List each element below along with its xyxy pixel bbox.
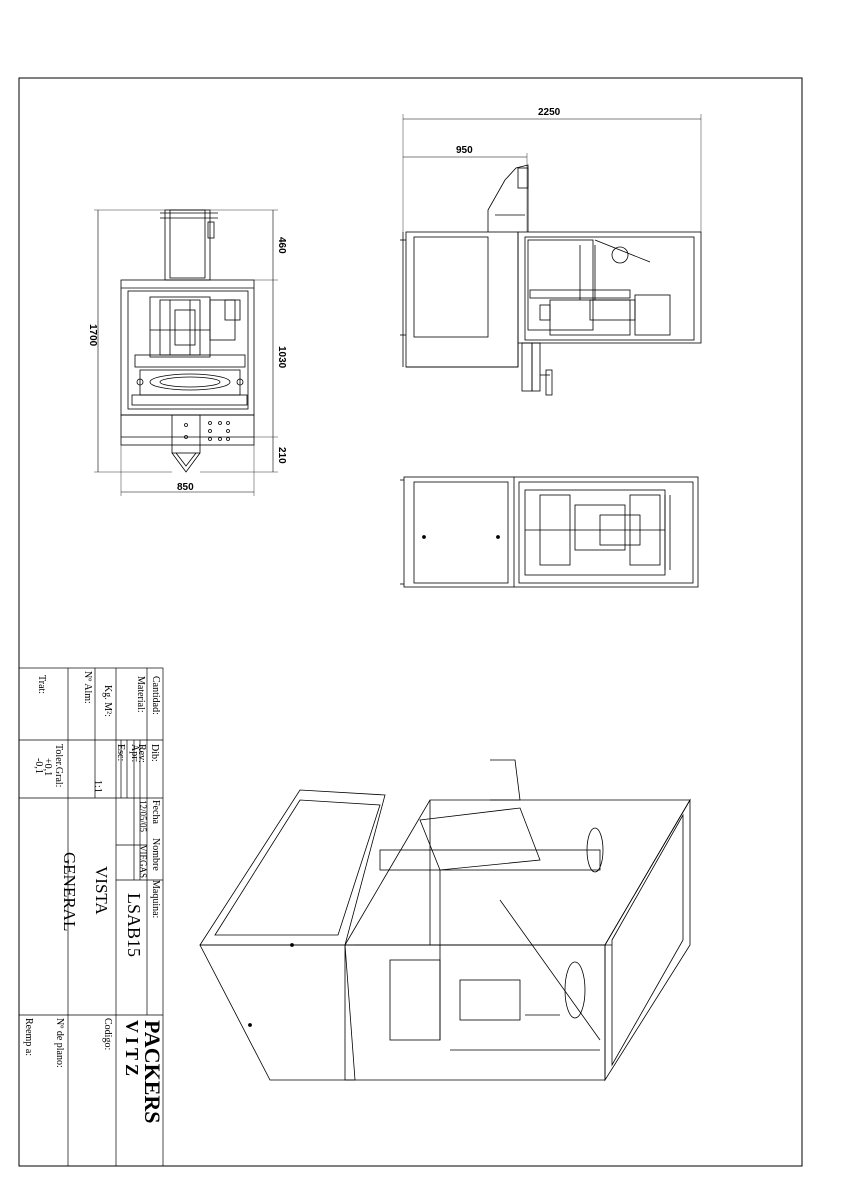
nombre-label: Nombre [150, 838, 161, 871]
title-block-frame [18, 667, 164, 1167]
n-alm-label: Nº Alm: [82, 671, 93, 704]
plano-label: Nº de plano: [54, 1018, 65, 1068]
maquina-label: Maquina: [150, 880, 161, 919]
isometric-view [199, 759, 691, 1082]
dim-210: 210 [276, 447, 287, 464]
company-logo: PACKERS VITZ [122, 1020, 165, 1124]
dim-850: 850 [177, 482, 194, 493]
toler-minus: -0,1 [33, 758, 44, 774]
dim-950: 950 [456, 145, 473, 156]
maquina-value: LSAB15 [124, 893, 144, 958]
toler-label: Toler.Gral: [53, 744, 64, 788]
drawing-title-line1: VISTA [92, 866, 111, 915]
nombre-value: VIEGAS [138, 845, 148, 878]
side-view [400, 114, 702, 396]
cantidad-label: Cantidad: [150, 676, 161, 715]
front-view [94, 209, 278, 496]
material-label: Material: [135, 676, 146, 713]
reemp-label: Reemp a: [23, 1018, 34, 1057]
apr-label: Apr: [129, 744, 140, 763]
top-view [400, 476, 699, 588]
fecha-label: Fecha [150, 800, 161, 824]
dim-460: 460 [276, 237, 287, 254]
dib-label: Dib: [149, 744, 160, 762]
logo-text-line2: VITZ [122, 1020, 142, 1081]
dim-2250: 2250 [538, 107, 561, 118]
esc-label: Esc: [115, 744, 126, 762]
logo-text-line1: PACKERS [140, 1020, 165, 1124]
drawing-title-line2: GENERAL [60, 852, 79, 932]
fecha-value: 12/05/05 [138, 800, 148, 833]
trat-label: Trat: [36, 675, 47, 695]
dim-1030: 1030 [276, 346, 287, 369]
esc-value: 1:1 [92, 780, 103, 793]
codigo-label: Codigo: [102, 1018, 113, 1051]
dim-1700: 1700 [87, 324, 98, 347]
kg-label: Kg. M²: [102, 685, 113, 717]
